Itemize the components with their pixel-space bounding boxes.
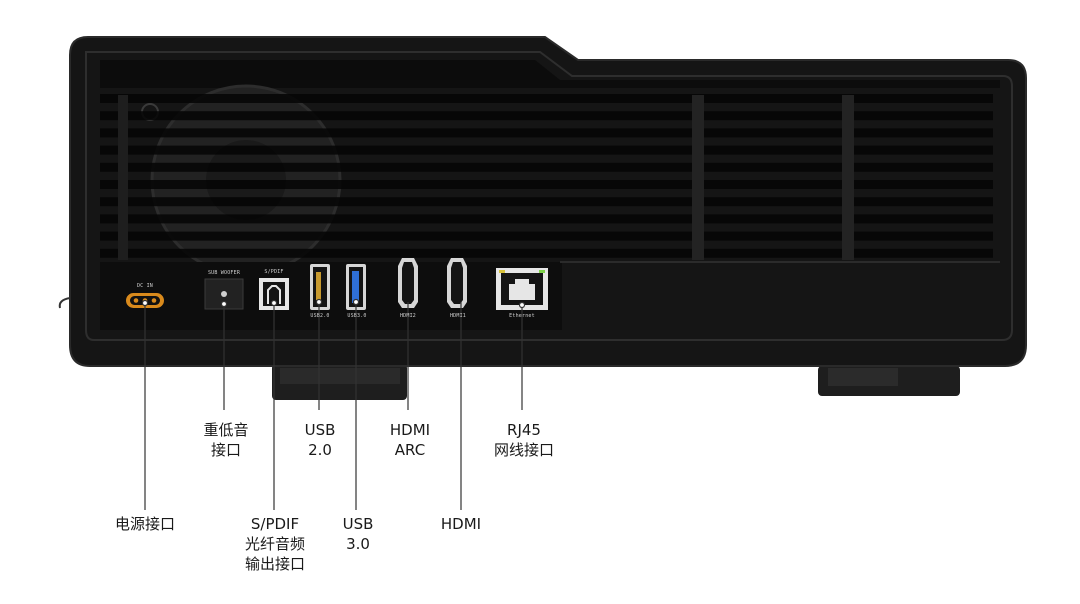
callout-subwoofer: 重低音 接口 (203, 421, 249, 459)
grille-slot (100, 248, 993, 258)
io-port-panel (100, 262, 562, 330)
ethernet-port[interactable] (496, 268, 548, 310)
port-label-usb3: USB3.0 (347, 313, 367, 319)
callout-usb2: USB 2.0 (304, 421, 336, 459)
grille-slot (100, 94, 993, 103)
callout-usb3: USB 3.0 (342, 515, 374, 553)
usb3-port[interactable] (346, 264, 366, 310)
callout-leader-lines (141, 298, 526, 510)
port-label-spdif: S/PDIF (264, 269, 284, 275)
grille-slot (100, 197, 993, 207)
port-label-dc-in: DC IN (136, 283, 154, 289)
callout-spdif: S/PDIF 光纤音频 输出接口 (244, 515, 306, 573)
callout-power: 电源接口 (114, 515, 176, 533)
projector-feet (272, 364, 960, 400)
usb2-port[interactable] (310, 264, 330, 310)
ventilation-grille (100, 94, 993, 258)
grille-slot (100, 231, 993, 241)
port-label-ethernet: Ethernet (509, 313, 535, 319)
hdmi-port[interactable] (447, 258, 467, 308)
callout-hdmi: HDMI (440, 515, 482, 533)
callout-rj45: RJ45 网线接口 (493, 421, 555, 459)
grille-slot (100, 145, 993, 155)
port-label-hdmi2: HDMI2 (399, 313, 417, 319)
grille-slot (100, 111, 993, 121)
port-label-usb2: USB2.0 (310, 313, 330, 319)
grille-slot (100, 128, 993, 138)
grille-slot (100, 180, 993, 189)
hdmi-arc-port[interactable] (398, 258, 418, 308)
port-label-subwoofer: SUB WOOFER (207, 270, 241, 276)
grille-slot (100, 162, 993, 172)
port-label-hdmi1: HDMI1 (449, 313, 467, 319)
grille-slot (100, 214, 993, 224)
callout-hdmi-arc: HDMI ARC (389, 421, 431, 459)
